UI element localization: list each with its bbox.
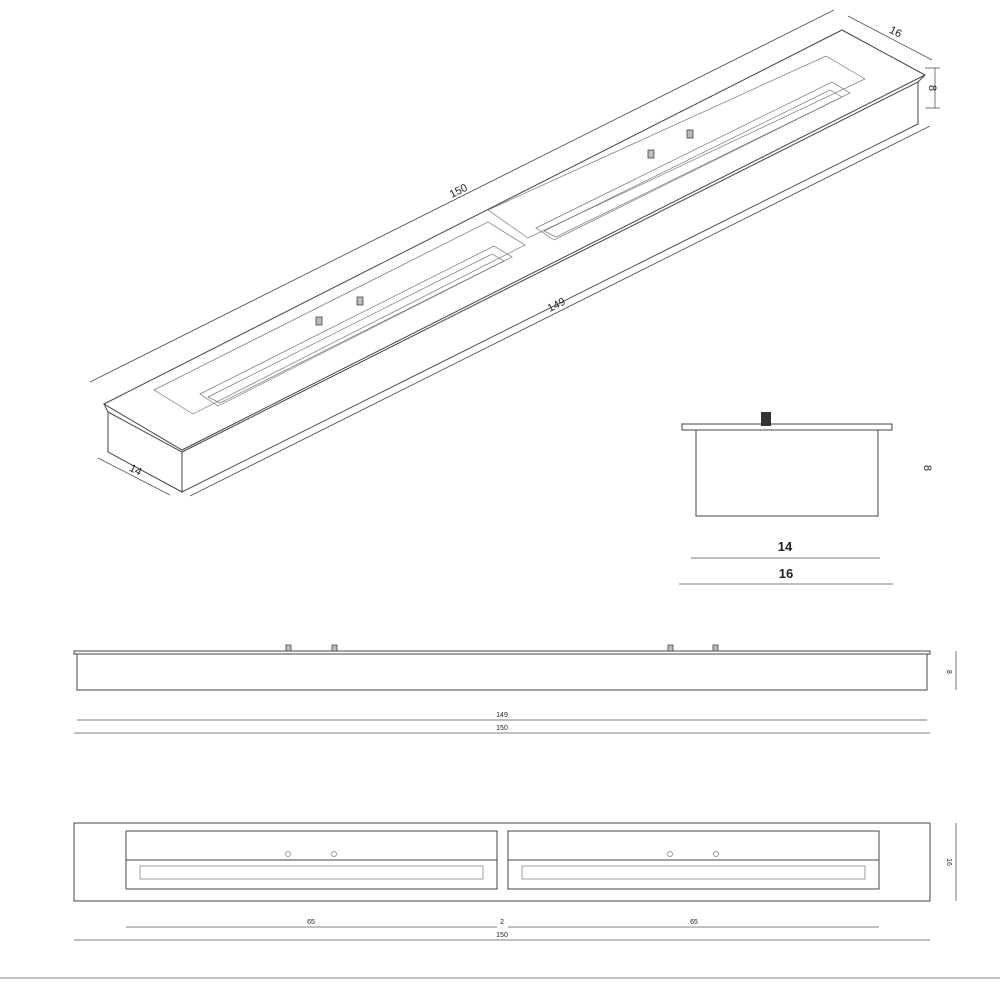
isometric-view: 150 149 16 14 8 — [89, 9, 940, 497]
side-dim-150-label: 150 — [496, 725, 508, 732]
top-knob-2 — [331, 851, 337, 857]
iso-burner-left-outline — [153, 221, 526, 415]
iso-dim-150-line — [89, 9, 835, 383]
top-dim-150-label: 150 — [496, 932, 508, 939]
iso-dim-14-line — [97, 457, 171, 496]
iso-edge-1 — [103, 403, 109, 413]
side-knob-2 — [331, 644, 338, 652]
iso-dim-14-label: 14 — [127, 462, 143, 478]
iso-dim-150-label: 150 — [448, 182, 470, 201]
end-dim-8-label: 8 — [921, 465, 933, 471]
side-knob-4 — [712, 644, 719, 652]
iso-dim-149-label: 149 — [546, 296, 568, 315]
end-dim-14-label: 14 — [778, 539, 793, 554]
iso-burner-left-slot — [199, 245, 513, 407]
iso-dim-149-line — [189, 125, 931, 497]
iso-burner-right-slot-inner — [543, 89, 843, 238]
side-view: 149 150 8 — [73, 644, 957, 734]
end-body — [695, 429, 879, 517]
top-dim-2-label: 2 — [500, 919, 504, 926]
iso-front-face — [107, 411, 183, 493]
iso-burner-left-slot-inner — [207, 253, 505, 404]
iso-knobs — [315, 129, 694, 326]
side-knobs — [285, 644, 719, 652]
iso-dim-16-label: 16 — [887, 24, 903, 40]
end-view: 14 16 8 — [679, 412, 933, 585]
iso-burner-right-outline — [487, 55, 866, 239]
iso-long-face — [181, 81, 919, 493]
top-dim-65-left-label: 65 — [307, 919, 315, 926]
iso-knob-4 — [686, 129, 694, 139]
iso-knob-3 — [647, 149, 655, 159]
iso-dim-8-label: 8 — [926, 85, 938, 91]
end-lid — [681, 423, 893, 431]
side-body — [76, 653, 928, 691]
side-knob-1 — [285, 644, 292, 652]
iso-dim-16-line — [847, 15, 933, 61]
iso-edge-2 — [917, 74, 926, 83]
side-dim-149-label: 149 — [496, 712, 508, 719]
top-view: 65 2 65 150 16 — [73, 822, 957, 941]
top-knob-3 — [667, 851, 673, 857]
side-dim-8-label: 8 — [945, 670, 952, 674]
iso-knob-1 — [315, 316, 323, 326]
end-knob — [761, 412, 771, 426]
top-burner-right-slot — [521, 865, 866, 880]
top-outer — [73, 822, 931, 902]
top-knob-1 — [285, 851, 291, 857]
iso-knob-2 — [356, 296, 364, 306]
end-dim-16-label: 16 — [779, 566, 793, 581]
top-burner-left-slot — [139, 865, 484, 880]
iso-burner-right-slot — [535, 81, 851, 241]
top-dim-65-right-label: 65 — [690, 919, 698, 926]
top-knob-4 — [713, 851, 719, 857]
side-knob-3 — [667, 644, 674, 652]
top-dim-16-label: 16 — [945, 858, 952, 866]
